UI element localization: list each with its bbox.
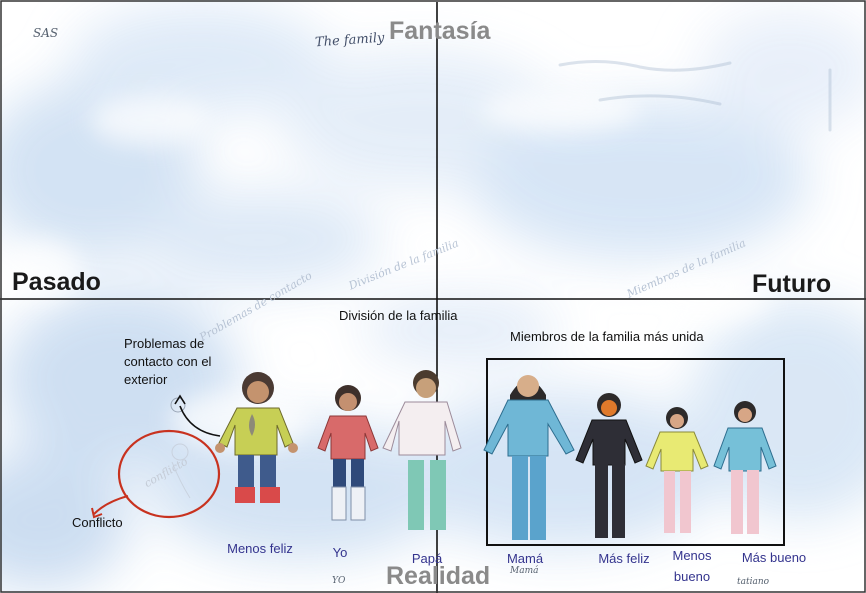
figure-papa [382,370,462,530]
figure-yo [317,385,379,521]
label-yo: Yo [332,545,348,560]
label-menos-feliz: Menos feliz [227,541,293,556]
corner-code-handwriting: SAS [33,26,59,40]
label-mama: Mamá [506,551,544,566]
axis-right-label: Futuro [752,270,832,298]
axis-bottom-label: Realidad [386,562,491,590]
mas-bueno-sub-handwriting: tatiano [737,577,770,587]
mama-sub-handwriting: Mamá [510,566,539,576]
figure-menos-bueno [645,407,709,533]
figure-mama [483,375,575,540]
figure-menos-feliz [215,372,298,503]
axis-top-label: Fantasía [389,17,491,45]
figure-mas-feliz [575,393,643,538]
annotation-problemas: Problemas de contacto con el exterior [124,336,212,387]
annotation-division: División de la familia [339,308,458,323]
annotation-conflicto: Conflicto [72,515,123,530]
yo-sub-handwriting: YO [332,576,346,586]
label-mas-feliz: Más feliz [598,551,650,566]
axis-left-label: Pasado [12,268,101,296]
figure-mas-bueno [713,401,777,534]
label-mas-bueno: Más bueno [741,550,807,565]
label-menos-bueno: Menos bueno [672,548,712,584]
label-papa: Papá [411,551,443,566]
annotation-miembros: Miembros de la familia más unida [510,329,704,344]
